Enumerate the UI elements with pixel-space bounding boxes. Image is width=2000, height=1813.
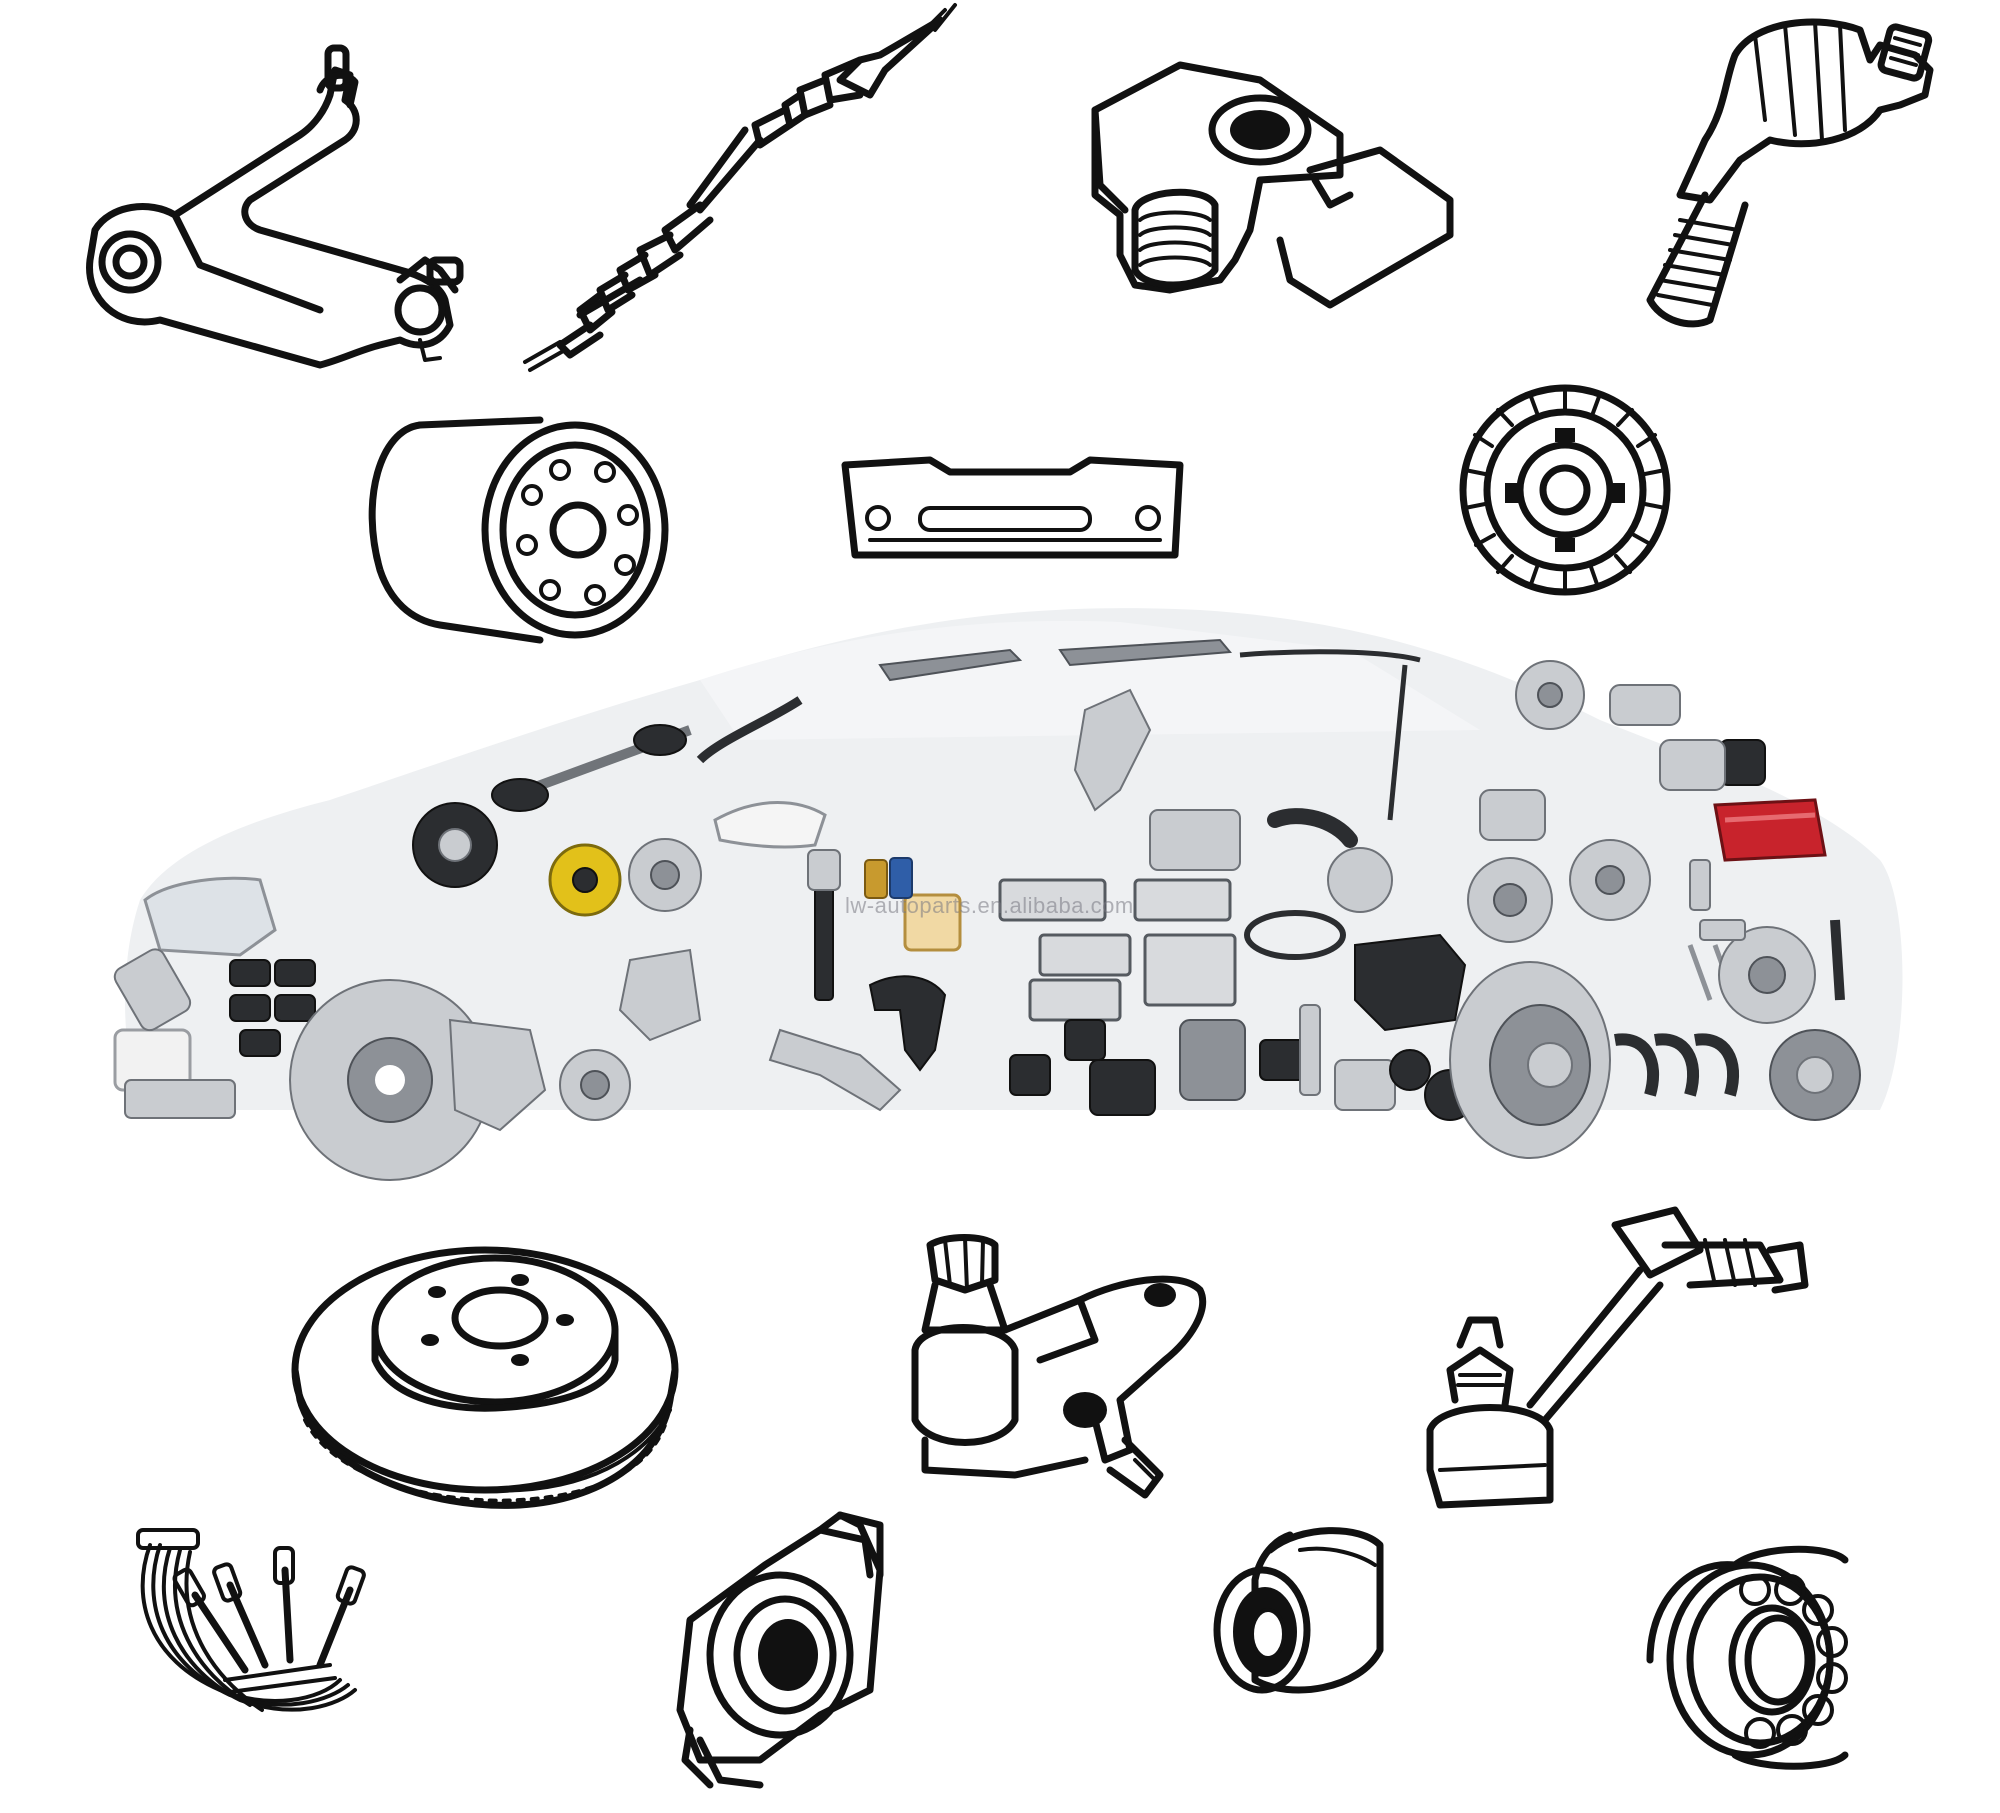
wheel-bearing-icon bbox=[1646, 1545, 1849, 1770]
mirror bbox=[713, 801, 827, 849]
release-bearing-icon bbox=[676, 1511, 884, 1789]
oil-filter-icon bbox=[368, 416, 669, 644]
ball-joint-icon bbox=[911, 1234, 1207, 1499]
drive-shaft-icon bbox=[523, 3, 957, 372]
bushing-icon bbox=[1213, 1527, 1384, 1694]
stabilizer-link-icon bbox=[1426, 1206, 1809, 1509]
bumper-icon bbox=[841, 456, 1184, 559]
sensor-icon bbox=[1091, 61, 1454, 309]
headlamp bbox=[143, 876, 277, 957]
ignition-cables-icon bbox=[136, 1528, 366, 1712]
stabilizer-bar bbox=[1058, 638, 1233, 667]
parts-cluster bbox=[113, 638, 1861, 1181]
upper-link bbox=[878, 648, 1023, 682]
brake-disc-icon bbox=[291, 1246, 679, 1509]
clutch-disc-icon bbox=[1459, 384, 1671, 596]
tie-rod-end-icon bbox=[1646, 18, 1934, 328]
control-arm-icon bbox=[86, 44, 464, 369]
watermark-text: lw-autoparts.en.alibaba.com bbox=[845, 893, 1134, 918]
tail-light bbox=[1713, 798, 1827, 862]
